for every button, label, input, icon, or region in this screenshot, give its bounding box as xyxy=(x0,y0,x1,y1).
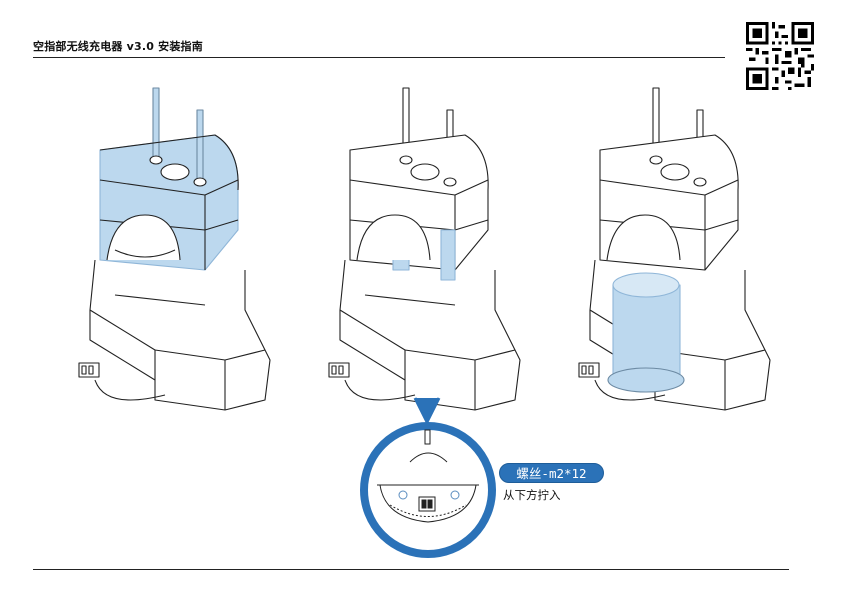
assembly-step-3-illustration xyxy=(555,80,771,420)
connector-icon xyxy=(78,362,100,378)
header-divider xyxy=(33,57,725,59)
screw-instruction-text: 从下方拧入 xyxy=(503,488,561,502)
connector-icon xyxy=(328,362,350,378)
assembly-step-1-illustration xyxy=(55,80,271,420)
footer-divider xyxy=(33,569,789,571)
qr-code-icon xyxy=(746,22,814,90)
page-title: 空指部无线充电器 v3.0 安装指南 xyxy=(33,40,203,53)
assembly-step-2-illustration xyxy=(305,80,521,424)
screw-spec-badge: 螺丝-m2*12 xyxy=(499,463,604,483)
magnifier-icon xyxy=(355,400,505,560)
connector-icon xyxy=(578,362,600,378)
